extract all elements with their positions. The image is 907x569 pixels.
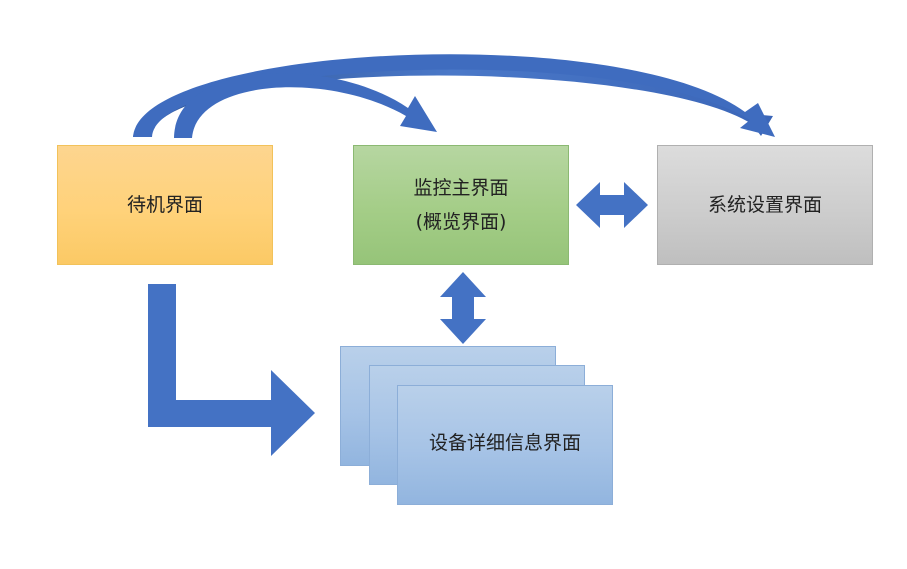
node-settings-label: 系统设置界面 <box>707 194 822 216</box>
node-detail: 设备详细信息界面 <box>397 385 613 505</box>
l-arrow-standby-to-detail <box>148 284 315 456</box>
node-monitor-label-line2: (概览界面) <box>415 211 507 233</box>
double-arrow-monitor-detail <box>440 272 486 344</box>
arc-arrow-standby-to-monitor <box>174 72 437 138</box>
node-settings: 系统设置界面 <box>657 145 873 265</box>
node-detail-label: 设备详细信息界面 <box>428 432 581 454</box>
node-monitor: 监控主界面 (概览界面) <box>353 145 569 265</box>
double-arrow-monitor-settings <box>576 182 648 228</box>
node-standby: 待机界面 <box>57 145 273 265</box>
node-monitor-label-line1: 监控主界面 <box>413 177 509 199</box>
node-standby-label: 待机界面 <box>126 194 203 216</box>
